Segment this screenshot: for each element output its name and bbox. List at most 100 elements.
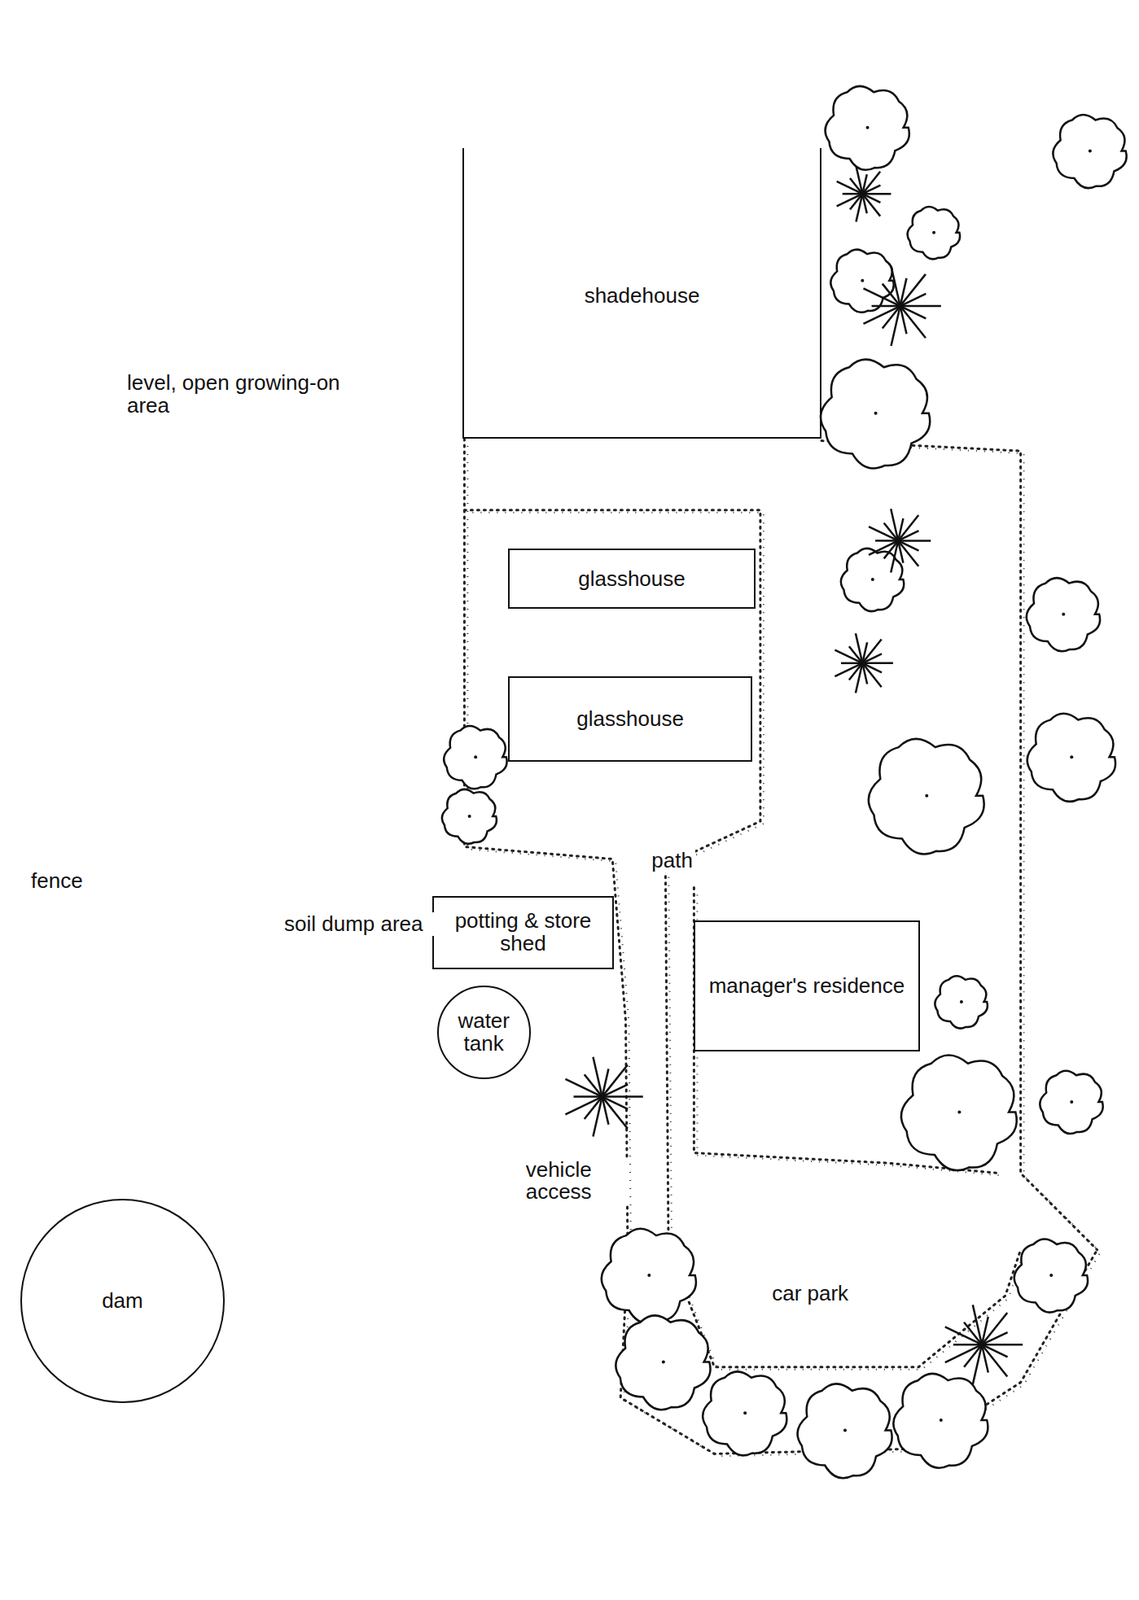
tree-centre (843, 1429, 847, 1433)
tree-symbol (601, 1229, 697, 1324)
shrub-symbol (972, 1305, 982, 1345)
tree-symbol (907, 206, 961, 259)
building-label: glasshouse (569, 705, 691, 734)
tree-centre (874, 411, 878, 416)
tree-centre (1061, 613, 1065, 617)
shrub-symbol (900, 274, 926, 307)
shrub-symbol (862, 193, 867, 214)
shrub-symbol (863, 288, 900, 307)
tree-centre (924, 794, 929, 798)
shrub-symbol (868, 540, 899, 555)
building-box: glasshouse (508, 548, 755, 609)
building-label: water tank (438, 1007, 530, 1059)
path-stipple (821, 441, 1098, 1251)
tree-centre (473, 755, 478, 759)
shrub-symbol (898, 540, 903, 563)
tree-symbol (442, 789, 497, 845)
shrub-symbol (900, 306, 926, 338)
tree-centre (647, 1274, 651, 1278)
shrub-symbol (855, 166, 863, 194)
site-label: soil dump area (281, 912, 444, 937)
shrub-symbol (953, 1344, 982, 1347)
shrub-symbol (898, 530, 919, 541)
shrub-symbol (862, 663, 881, 688)
tree-symbol (1026, 578, 1100, 652)
tree-symbol (901, 1055, 1017, 1172)
shrub-symbol (862, 171, 881, 194)
site-label: car park (769, 1282, 851, 1306)
tree-symbol (893, 1374, 988, 1469)
building-label: dam (95, 1287, 150, 1316)
shrub-symbol (945, 1327, 982, 1345)
tree-centre (957, 1110, 961, 1114)
shrub-symbol (981, 1344, 989, 1373)
tree-symbol (820, 359, 930, 469)
shrub-symbol (862, 653, 882, 663)
path-stipple (824, 443, 1101, 1253)
shrub-symbol (891, 266, 901, 307)
tree-centre (743, 1411, 747, 1415)
shrub-symbol (898, 515, 919, 541)
building-label: manager's residence (702, 972, 912, 1001)
shrub-symbol (602, 1097, 609, 1126)
tree-symbol (1052, 114, 1126, 189)
shrub-symbol (862, 663, 868, 685)
site-circle: dam (20, 1199, 225, 1404)
tree-symbol (797, 1384, 892, 1479)
tree-symbol (830, 249, 894, 313)
tree-centre (959, 1000, 964, 1004)
building-label: glasshouse (571, 565, 693, 594)
shrub-symbol (862, 639, 881, 663)
shrub-symbol (981, 1344, 1008, 1377)
shrub-symbol (981, 1332, 1008, 1345)
site-label: path (648, 849, 696, 873)
shrub-symbol (898, 540, 919, 566)
site-label: level, open growing-on area (124, 371, 359, 418)
tree-symbol (702, 1371, 787, 1456)
shrub-symbol (898, 539, 931, 543)
tree-centre (468, 814, 472, 819)
tree-centre (1088, 149, 1092, 154)
tree-centre (1069, 755, 1074, 759)
tree-centre (1069, 1100, 1074, 1104)
shrub-symbol (855, 633, 863, 664)
shrub-symbol (981, 1344, 1023, 1347)
shrub-symbol (862, 192, 891, 196)
tree-centre (661, 1361, 666, 1365)
building-label: potting & store shed (433, 906, 613, 959)
tree-symbol (868, 739, 985, 855)
shrub-symbol (602, 1095, 644, 1099)
shrub-symbol (862, 662, 894, 666)
shrub-symbol (602, 1097, 628, 1130)
shrub-symbol (945, 1344, 982, 1363)
shrub-symbol (565, 1097, 602, 1116)
tree-centre (871, 578, 875, 582)
shrub-symbol (602, 1064, 628, 1097)
shrub-symbol (863, 306, 900, 325)
tree-centre (1049, 1274, 1053, 1278)
shrub-symbol (602, 1084, 629, 1097)
shrub-symbol (836, 193, 864, 206)
tree-symbol (825, 86, 910, 171)
shrub-symbol (900, 305, 942, 308)
tree-symbol (443, 726, 507, 789)
tree-symbol (1039, 1071, 1103, 1135)
shrub-symbol (592, 1057, 602, 1098)
building-box: glasshouse (508, 676, 753, 763)
tree-centre (866, 126, 870, 130)
shrub-symbol (890, 508, 899, 541)
shrub-symbol (900, 293, 927, 307)
tree-symbol (934, 976, 988, 1029)
building-box: potting & store shed (432, 896, 614, 970)
shrub-symbol (565, 1079, 602, 1098)
building-box: manager's residence (693, 920, 920, 1053)
shrub-symbol (862, 185, 881, 195)
site-circle: water tank (437, 985, 531, 1080)
site-label: vehicle access (487, 1158, 630, 1205)
tree-centre (939, 1419, 943, 1423)
site-label: fence (28, 869, 86, 894)
tree-symbol (615, 1315, 710, 1411)
tree-symbol (1027, 714, 1116, 802)
shrub-symbol (862, 193, 881, 216)
tree-centre (932, 231, 936, 235)
